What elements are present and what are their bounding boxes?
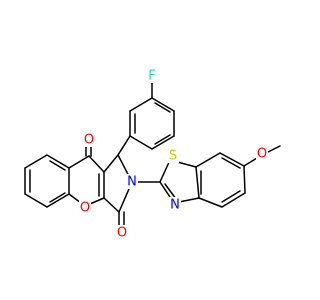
atom-pyran-oxygen: O: [79, 200, 91, 216]
lactam-nitrogen-label: N: [127, 175, 137, 190]
atom-ketone-oxygen: O: [83, 132, 95, 148]
bond-lines: [24, 79, 281, 227]
thiazole-nitrogen-label: N: [170, 198, 180, 213]
fluorine-label: F: [148, 69, 155, 84]
atom-methoxy-oxygen: O: [256, 146, 268, 162]
molecule-structure-diagram: F O S N N O O O: [24, 68, 281, 241]
atom-amide-oxygen: O: [116, 225, 128, 241]
atom-fluorine: F: [146, 68, 158, 84]
pyran-oxygen-label: O: [80, 201, 90, 216]
sulfur-label: S: [169, 149, 177, 164]
atom-thiazole-nitrogen: N: [169, 197, 181, 213]
methoxy-oxygen-label: O: [257, 147, 267, 162]
atom-sulfur: S: [167, 148, 179, 164]
atom-lactam-nitrogen: N: [126, 174, 138, 190]
ketone-oxygen-label: O: [84, 133, 94, 148]
amide-oxygen-label: O: [117, 226, 127, 241]
